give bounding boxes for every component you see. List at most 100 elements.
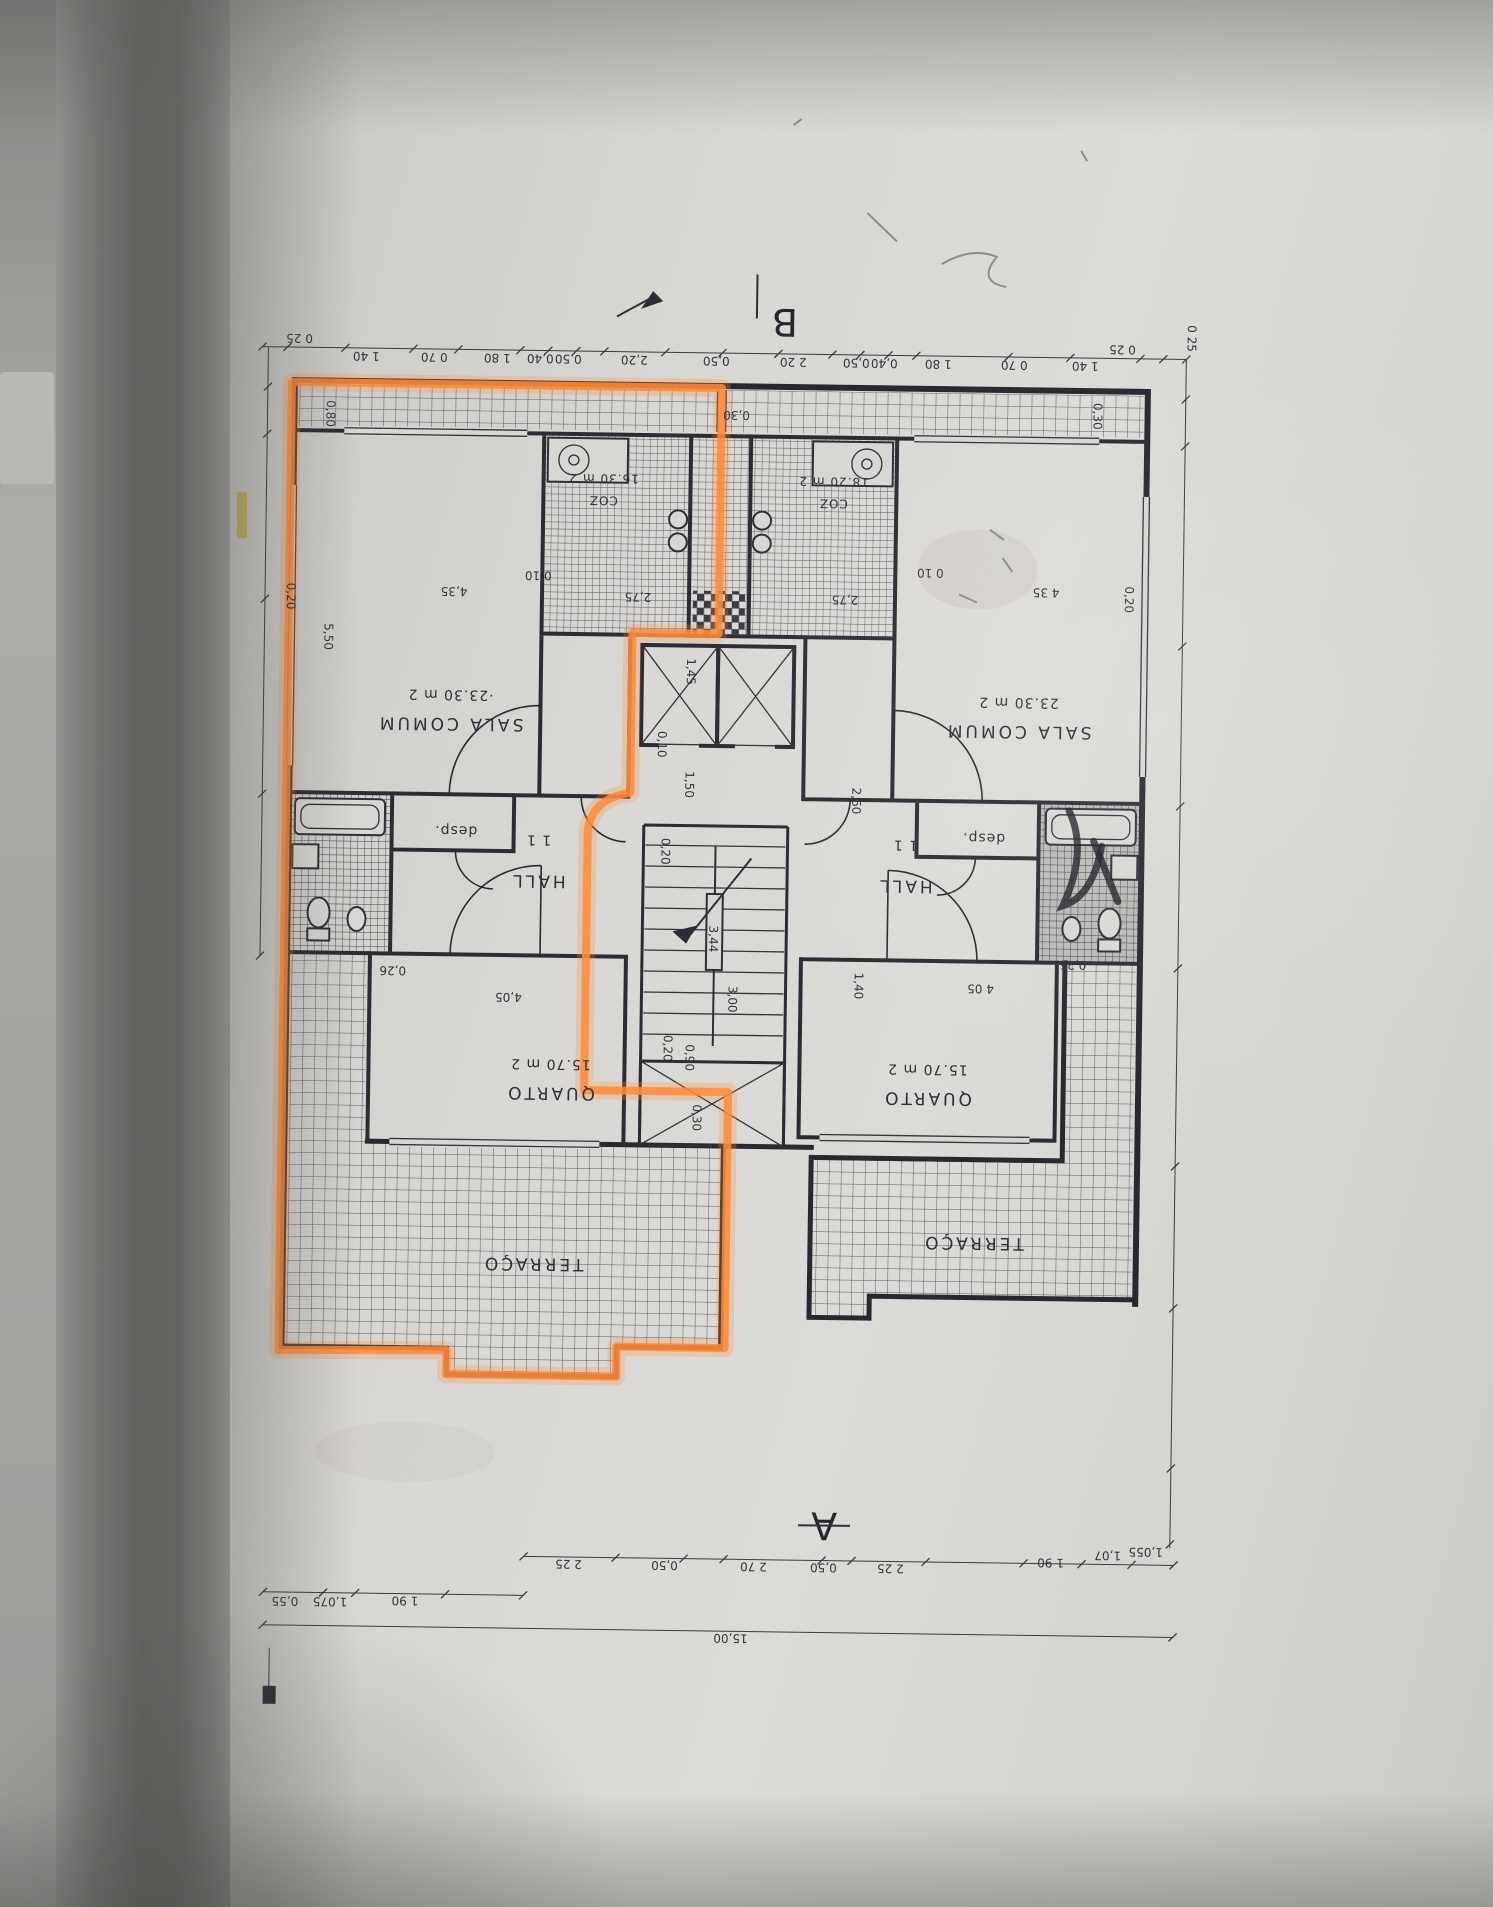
dimension-label: 0,50 <box>555 352 582 366</box>
dimension-label: 0,50 <box>651 1558 678 1572</box>
dimension-label: 0,10 <box>655 731 669 758</box>
dimension-label: 0 25 <box>1184 325 1198 352</box>
bathroom-fixtures-left <box>291 797 387 942</box>
highlighted-unit-outline <box>269 373 738 1386</box>
dimension-label: 0,55 <box>271 1594 298 1608</box>
dimension-label: 0,90 <box>682 1044 696 1071</box>
hall-note-left: 1 1 <box>526 831 551 847</box>
dimension-label: 4,35 <box>441 584 468 598</box>
dimension-label: 0,30 <box>690 1104 704 1131</box>
quarto-label-right: QUARTO <box>882 1087 972 1108</box>
dimension-label: 1,055 <box>1128 1545 1163 1559</box>
dimension-label: 3,44 <box>706 926 720 953</box>
section-marker-b: B <box>772 300 799 344</box>
reference-block <box>262 1685 276 1704</box>
kitchen-floor-right <box>750 438 896 637</box>
dimension-label: 0 25 <box>1109 342 1136 356</box>
dimension-label: 1 80 <box>484 351 511 365</box>
hall-note-right: 1 1 <box>893 836 918 852</box>
dimension-label: 1 40 <box>353 349 380 363</box>
dimension-label: 0,50 <box>843 356 870 370</box>
kitchen-fixtures <box>546 436 895 554</box>
dimension-label: 2,75 <box>832 593 859 607</box>
dimension-label: 0,20 <box>1122 586 1136 613</box>
desp-label-left: desp. <box>434 822 477 839</box>
room-labels: ·23.30 m 2 SALA COMUM 23.30 m 2 SALA COM… <box>377 471 1092 1274</box>
dimension-label: 1 40 <box>1072 359 1099 373</box>
dimension-label: 0,40 <box>527 351 554 365</box>
elevators <box>638 642 797 751</box>
dimension-label: 0 10 <box>525 568 552 582</box>
terraco-label-right: TERRAÇO <box>922 1232 1025 1253</box>
dimension-label: 0,50 <box>703 354 730 368</box>
dimension-label: 0,20 <box>661 1035 675 1062</box>
dimension-label: 2 70 <box>740 1559 767 1573</box>
dimension-label: 0 70 <box>421 350 448 364</box>
book-binding-shadow <box>56 0 232 1907</box>
dimension-label: 1,075 <box>313 1594 348 1608</box>
quarto-area-left: 15.70 m 2 <box>510 1055 591 1072</box>
dimension-label: 1 90 <box>1037 1556 1064 1570</box>
dimension-label: 3,00 <box>725 986 739 1013</box>
dimension-label: 0,25 <box>1059 958 1086 972</box>
terrace-hatch-right <box>808 962 1136 1319</box>
section-arrow-head-icon <box>641 291 664 309</box>
sala-area-left: ·23.30 m 2 <box>408 686 494 703</box>
dimension-label: 0,20 <box>284 583 298 610</box>
dimension-label: 1,45 <box>684 658 698 685</box>
dimension-label: 1,50 <box>682 771 696 798</box>
hall-label-left: HALL <box>510 870 566 891</box>
dimension-label: 0,30 <box>1090 403 1104 430</box>
quarto-area-right: 15.70 m 2 <box>887 1060 968 1077</box>
dimension-label: 2 25 <box>555 1557 582 1571</box>
dimension-label: 0,40 <box>871 356 898 370</box>
page-left-edge <box>0 0 58 1907</box>
dimension-label: 0 25 <box>286 331 313 345</box>
sala-label-left: SALA COMUM <box>377 712 524 734</box>
sala-label-right: SALA COMUM <box>945 720 1092 742</box>
dimension-label: 4,05 <box>495 990 522 1004</box>
dimension-label: 0,50 <box>810 1560 837 1574</box>
dimension-label: 2 25 <box>877 1561 904 1575</box>
balcony-hatch-right <box>725 390 1144 438</box>
hall-label-right: HALL <box>877 875 933 896</box>
dimension-label: 2,60 <box>849 787 863 814</box>
terraco-label-left: TERRAÇO <box>482 1253 585 1274</box>
balcony-hatch-left <box>298 384 718 432</box>
dimension-label: 0,30 <box>723 408 750 422</box>
dimension-label: 1 90 <box>392 1594 419 1608</box>
coz-area-right: 18.20 m 2 <box>798 474 869 489</box>
section-markers: B A <box>616 274 851 1548</box>
coz-label-left: COZ <box>589 493 618 507</box>
coz-label-right: COZ <box>819 496 848 510</box>
section-arrow-icon <box>616 298 650 318</box>
dimension-lines <box>255 342 1191 1704</box>
dimension-label: 1 80 <box>925 357 952 371</box>
dimension-label: 4 05 <box>967 982 994 996</box>
dimension-label: 0,26 <box>379 963 406 977</box>
ink-scribbles <box>315 118 1122 1482</box>
dimension-label: 1,07 <box>1094 1548 1121 1562</box>
dimension-label: 4 35 <box>1033 585 1060 599</box>
coz-area-left: 16.30 m 2 <box>568 471 639 486</box>
desp-label-right: desp. <box>962 829 1005 846</box>
kitchen-floor-left <box>543 435 692 634</box>
stair-direction-arrow-icon <box>672 925 697 944</box>
underlying-sheet-edge <box>0 372 54 484</box>
dimension-label: 0 70 <box>1001 358 1028 372</box>
dimension-label: 2 20 <box>780 355 807 369</box>
dimension-label: 0,20 <box>658 838 672 865</box>
staircase <box>637 823 790 1149</box>
dimension-label: 1,40 <box>851 973 865 1000</box>
dimension-label: 0 10 <box>917 566 944 580</box>
dimension-label: 0,80 <box>323 400 337 427</box>
sala-area-right: 23.30 m 2 <box>978 694 1059 711</box>
dimension-label: 2,75 <box>625 590 652 604</box>
dimension-label: 2,20 <box>621 353 648 367</box>
quarto-label-left: QUARTO <box>505 1082 595 1103</box>
yellow-mark <box>237 492 247 538</box>
bathroom-fixtures-right <box>1044 807 1139 953</box>
